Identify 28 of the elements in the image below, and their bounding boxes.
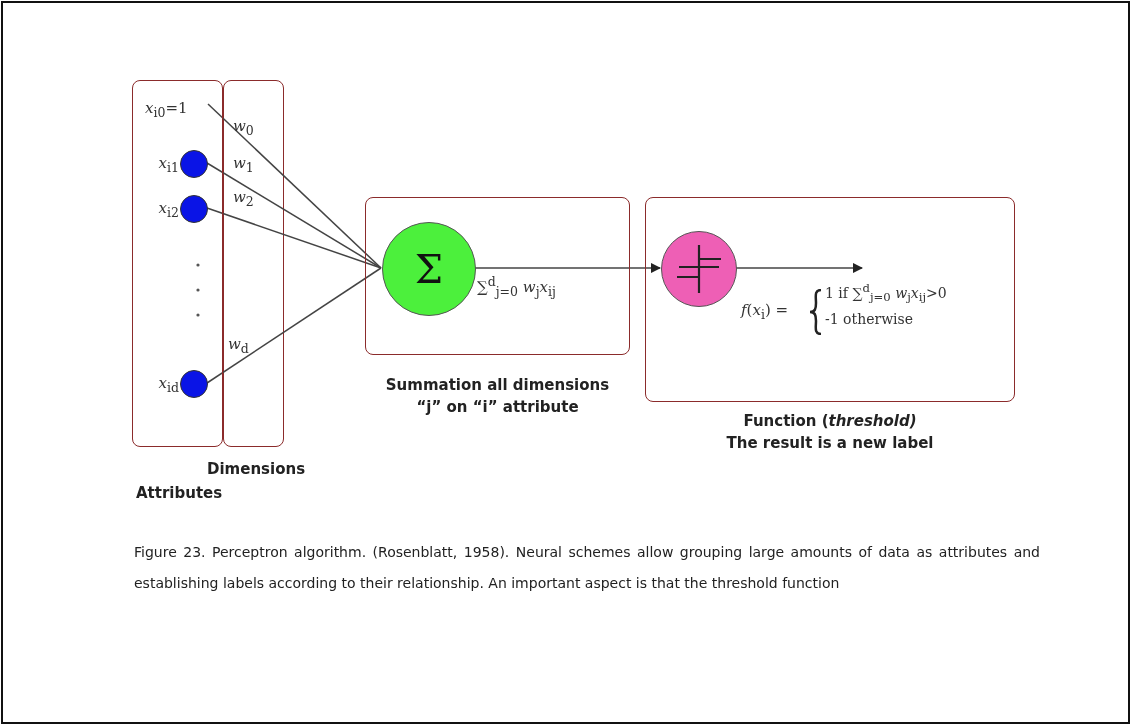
- formula-line: -1 otherwise: [825, 311, 914, 327]
- input-dot: [180, 195, 208, 223]
- arrow: [735, 262, 864, 274]
- panel-heading: Attributes: [136, 484, 223, 502]
- panel-heading: Function (threshold): [743, 412, 917, 430]
- input-label: x$_{i2}$: [158, 199, 179, 220]
- column-heading: Dimensions: [207, 460, 306, 478]
- weight-label: w$_{d}$: [228, 335, 249, 356]
- formula-line: 1 if ∑$^{d}$$_{j=0}$ w$_{j}$x$_{ij}$>0: [825, 281, 947, 305]
- connector-line: [206, 267, 382, 384]
- arrow: [474, 262, 662, 274]
- connector-line: [206, 207, 382, 269]
- connector-line: [207, 103, 382, 269]
- sigma-symbol: Σ: [414, 246, 444, 292]
- weight-label: w$_{0}$: [233, 117, 254, 138]
- input-dot: [180, 150, 208, 178]
- weight-label: w$_{1}$: [233, 154, 254, 175]
- input-label: x$_{i0}$=1: [145, 99, 188, 120]
- input-dot: [180, 370, 208, 398]
- formula: f(x$_{i}$) =: [741, 301, 789, 322]
- panel-heading: The result is a new label: [726, 434, 934, 452]
- input-label: x$_{i1}$: [158, 154, 179, 175]
- input-label: x$_{id}$: [158, 374, 179, 395]
- formula: ∑$^{d}$$_{j=0}$ w$_{j}$x$_{ij}$: [477, 274, 556, 299]
- connector-line: [206, 162, 382, 269]
- panel-heading: Summation all dimensions “j” on “i” attribute: [384, 375, 611, 418]
- weight-label: w$_{2}$: [233, 188, 254, 209]
- caption: Figure 23. Perceptron algorithm. (Rosenblatt, 1958). Neural schemes allow grouping large amounts of data as attributes and establishing labels according to their relationship. An important aspect is that the threshold function: [134, 543, 1040, 593]
